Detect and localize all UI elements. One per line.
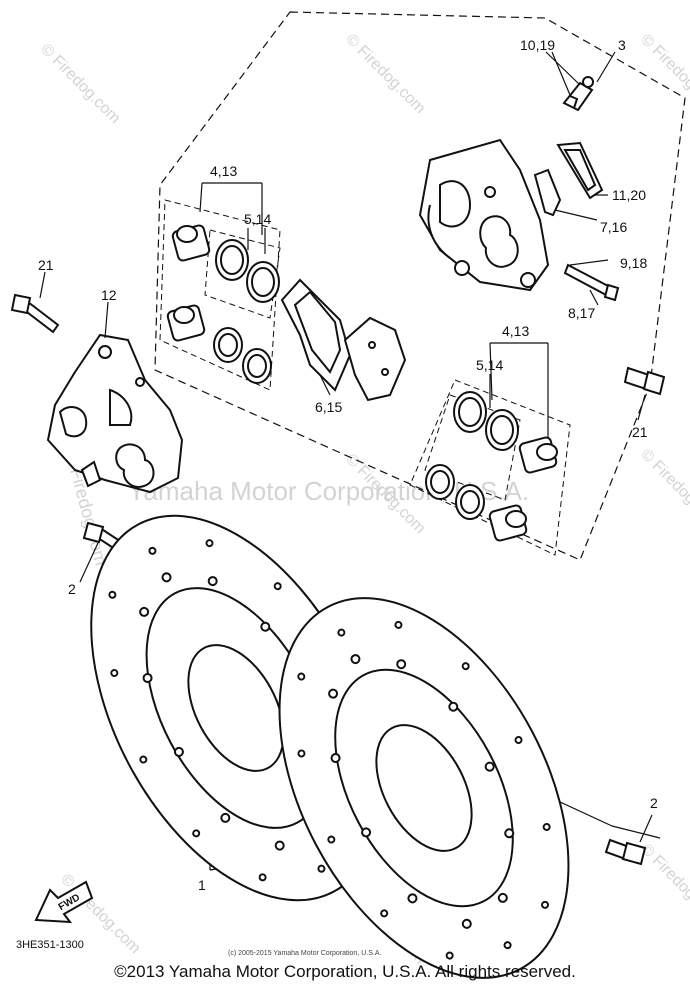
callout-12[interactable]: 12 [101,287,117,303]
caliper-kit-outline [154,11,686,561]
pad-retainer [533,141,604,217]
callout-7-16[interactable]: 7,16 [600,219,627,235]
callout-2-lower[interactable]: 2 [650,795,658,811]
seal-group-lower-outline [409,379,571,556]
small-copyright: (c) 2005-2015 Yamaha Motor Corporation, … [228,950,381,957]
watermark-brand: © Firedog.com [342,31,428,117]
watermark-brand: © Firedog.com [637,841,690,927]
callout-3[interactable]: 3 [618,37,626,53]
watermark-brand: © Firedog.com [637,446,690,532]
watermark-brand: © Firedog.com [637,31,690,117]
right-caliper-body [418,138,550,292]
callout-5-14-lower[interactable]: 5,14 [476,357,503,373]
bleed-screw [562,76,594,112]
callout-21-left[interactable]: 21 [38,257,54,273]
callout-1[interactable]: 1 [198,877,206,893]
caliper-bolts [10,293,666,396]
seal-group-upper-outline [159,199,281,391]
fwd-arrow-icon: FWD [34,880,94,924]
diagram-part-number: 3HE351-1300 [16,939,84,951]
brake-pads [280,278,407,402]
piston-set-upper [166,224,280,384]
callout-10-19[interactable]: 10,19 [520,37,555,53]
callout-6-15[interactable]: 6,15 [315,399,342,415]
left-caliper-assembly [46,333,184,494]
pad-pin [563,263,620,302]
callout-9-18[interactable]: 9,18 [620,255,647,271]
footer-copyright: ©2013 Yamaha Motor Corporation, U.S.A. A… [114,962,576,981]
disc-bolts [82,521,647,866]
callout-4-13-upper[interactable]: 4,13 [210,163,237,179]
watermark-brand: © Firedog.com [37,41,123,127]
callout-8-17[interactable]: 8,17 [568,305,595,321]
callout-11-20[interactable]: 11,20 [612,187,646,203]
callout-5-14-upper[interactable]: 5,14 [244,211,271,227]
callout-2-upper[interactable]: 2 [68,581,76,597]
callout-21-right[interactable]: 21 [632,424,648,440]
brake-disc-rear [278,597,570,979]
piston-set-lower [425,391,558,542]
callout-4-13-lower[interactable]: 4,13 [502,323,529,339]
